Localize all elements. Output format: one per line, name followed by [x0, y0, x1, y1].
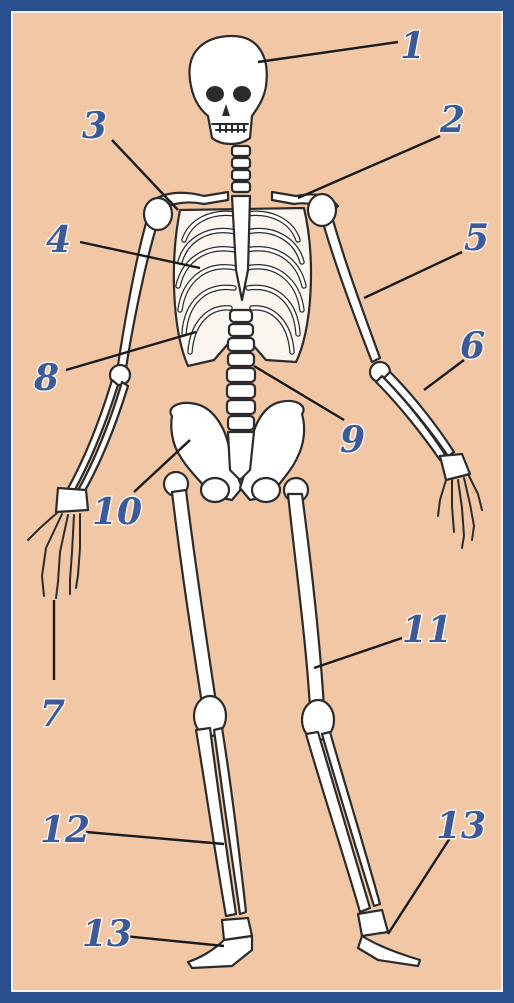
label-3: 3: [82, 105, 107, 147]
leader-13b: [388, 838, 450, 934]
label-13-right: 13: [436, 805, 486, 847]
label-6: 6: [460, 325, 485, 367]
label-5: 5: [464, 217, 489, 259]
leader-12: [86, 832, 224, 844]
label-10: 10: [92, 491, 142, 533]
left-arm: [28, 210, 160, 598]
label-7: 7: [40, 693, 65, 735]
label-12: 12: [40, 809, 90, 851]
label-11: 11: [402, 609, 452, 651]
leader-3: [112, 140, 178, 210]
leader-13a: [124, 936, 224, 946]
right-leg: [284, 478, 420, 966]
label-9: 9: [340, 419, 365, 461]
skull: [189, 36, 266, 144]
leader-11: [314, 638, 402, 668]
left-leg: [164, 472, 252, 968]
leader-1: [258, 42, 398, 62]
label-8: 8: [33, 357, 59, 399]
leader-5: [364, 252, 462, 298]
label-2: 2: [439, 99, 465, 141]
leader-2: [298, 136, 440, 198]
label-4: 4: [46, 219, 71, 261]
label-13-left: 13: [82, 913, 132, 955]
label-1: 1: [400, 25, 425, 67]
leader-6: [424, 360, 464, 390]
